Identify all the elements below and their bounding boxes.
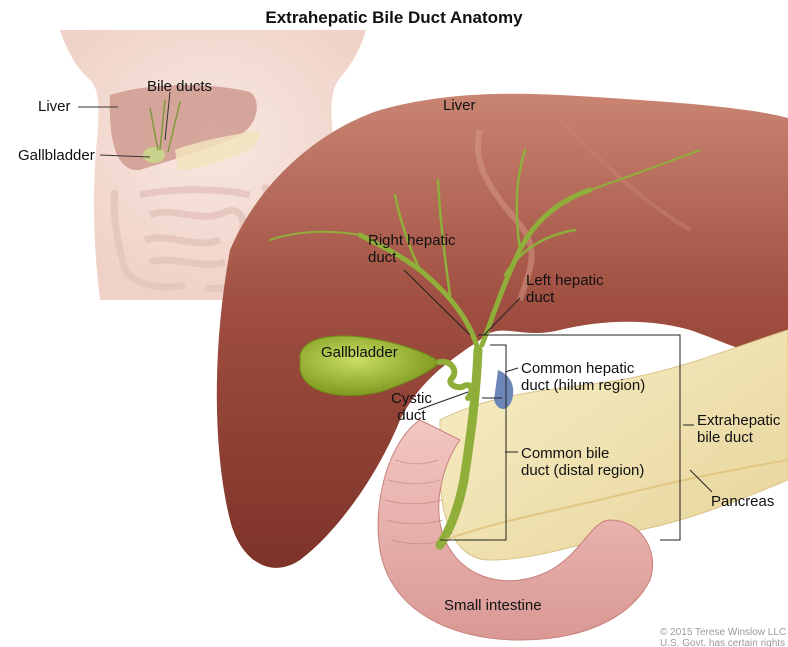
inset-label-gallbladder: Gallbladder [18,147,95,164]
inset-label-liver: Liver [38,98,71,115]
label-cystic-duct: Cystic duct [391,390,432,424]
label-extrahepatic-bile-duct: Extrahepatic bile duct [697,412,780,446]
label-common-hepatic-duct: Common hepatic duct (hilum region) [521,360,645,394]
label-gallbladder: Gallbladder [321,344,398,361]
portal-vein [494,370,513,409]
label-left-hepatic-duct: Left hepatic duct [526,272,604,306]
label-small-intestine: Small intestine [444,597,542,614]
inset-label-bile-ducts: Bile ducts [147,78,212,95]
label-liver: Liver [443,97,476,114]
copyright-notice: © 2015 Terese Winslow LLC U.S. Govt. has… [660,627,786,647]
label-right-hepatic-duct: Right hepatic duct [368,232,456,266]
label-pancreas: Pancreas [711,493,774,510]
label-common-bile-duct: Common bile duct (distal region) [521,445,644,479]
